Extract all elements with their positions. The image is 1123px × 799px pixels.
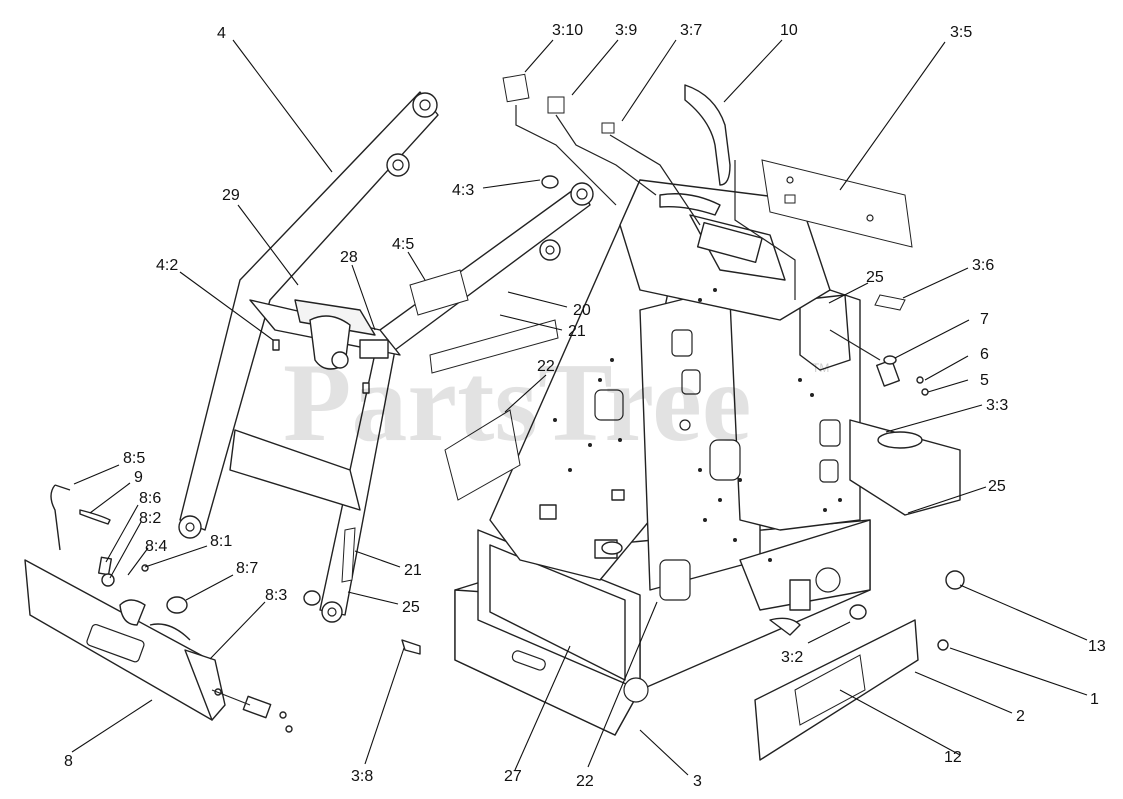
callout-8-1: 8:1 (210, 533, 232, 550)
callout-8-2: 8:2 (139, 510, 161, 527)
callout-7: 7 (980, 311, 989, 328)
callout-8-4: 8:4 (145, 538, 167, 555)
rear-cover (754, 570, 965, 761)
callout-8-5: 8:5 (123, 450, 145, 467)
callout-6: 6 (980, 346, 989, 363)
callout-3-8: 3:8 (351, 768, 373, 785)
callout-3-7: 3:7 (680, 22, 702, 39)
callout-3-3: 3:3 (986, 397, 1008, 414)
decal-4-5 (409, 269, 469, 316)
switch-assembly (829, 329, 929, 396)
callout-4-3: 4:3 (452, 182, 474, 199)
callout-3-2: 3:2 (781, 649, 803, 666)
callout-9: 9 (134, 469, 143, 486)
callout-2: 2 (1016, 708, 1025, 725)
callout-20: 20 (573, 302, 591, 319)
callout-4: 4 (217, 25, 226, 42)
callout-22b: 22 (576, 773, 594, 790)
callout-12: 12 (944, 749, 962, 766)
main-frame (454, 179, 961, 736)
attachment-plate (24, 484, 293, 733)
handle-assembly (502, 73, 913, 311)
callout-8-7: 8:7 (236, 560, 258, 577)
callout-3-5: 3:5 (950, 24, 972, 41)
callout-3-9: 3:9 (615, 22, 637, 39)
callout-22: 22 (537, 358, 555, 375)
callout-10: 10 (780, 22, 798, 39)
callout-25: 25 (866, 269, 884, 286)
callout-3-10: 3:10 (552, 22, 583, 39)
callout-21: 21 (568, 323, 586, 340)
callout-4-2: 4:2 (156, 257, 178, 274)
callout-28: 28 (340, 249, 358, 266)
callout-8-3: 8:3 (265, 587, 287, 604)
watermark: PartsTree (283, 341, 752, 465)
callout-3: 3 (693, 773, 702, 790)
callout-13: 13 (1088, 638, 1106, 655)
bracket-3-8 (401, 639, 421, 655)
callout-21b: 21 (404, 562, 422, 579)
decal-22-large (444, 409, 521, 501)
callout-8-6: 8:6 (139, 490, 161, 507)
callout-3-6: 3:6 (972, 257, 994, 274)
callout-labels: 4 29 4:2 28 4:3 4:5 20 21 22 3:10 3:9 3:… (64, 22, 1106, 790)
callout-27: 27 (504, 768, 522, 785)
callout-5: 5 (980, 372, 989, 389)
callout-8: 8 (64, 753, 73, 770)
watermark-tm: TM (812, 361, 829, 375)
callout-25c: 25 (402, 599, 420, 616)
callout-29: 29 (222, 187, 240, 204)
callout-1: 1 (1090, 691, 1099, 708)
lift-arm-assembly (178, 91, 594, 623)
callout-4-5: 4:5 (392, 236, 414, 253)
leader-lines (71, 39, 1088, 776)
callout-25b: 25 (988, 478, 1006, 495)
